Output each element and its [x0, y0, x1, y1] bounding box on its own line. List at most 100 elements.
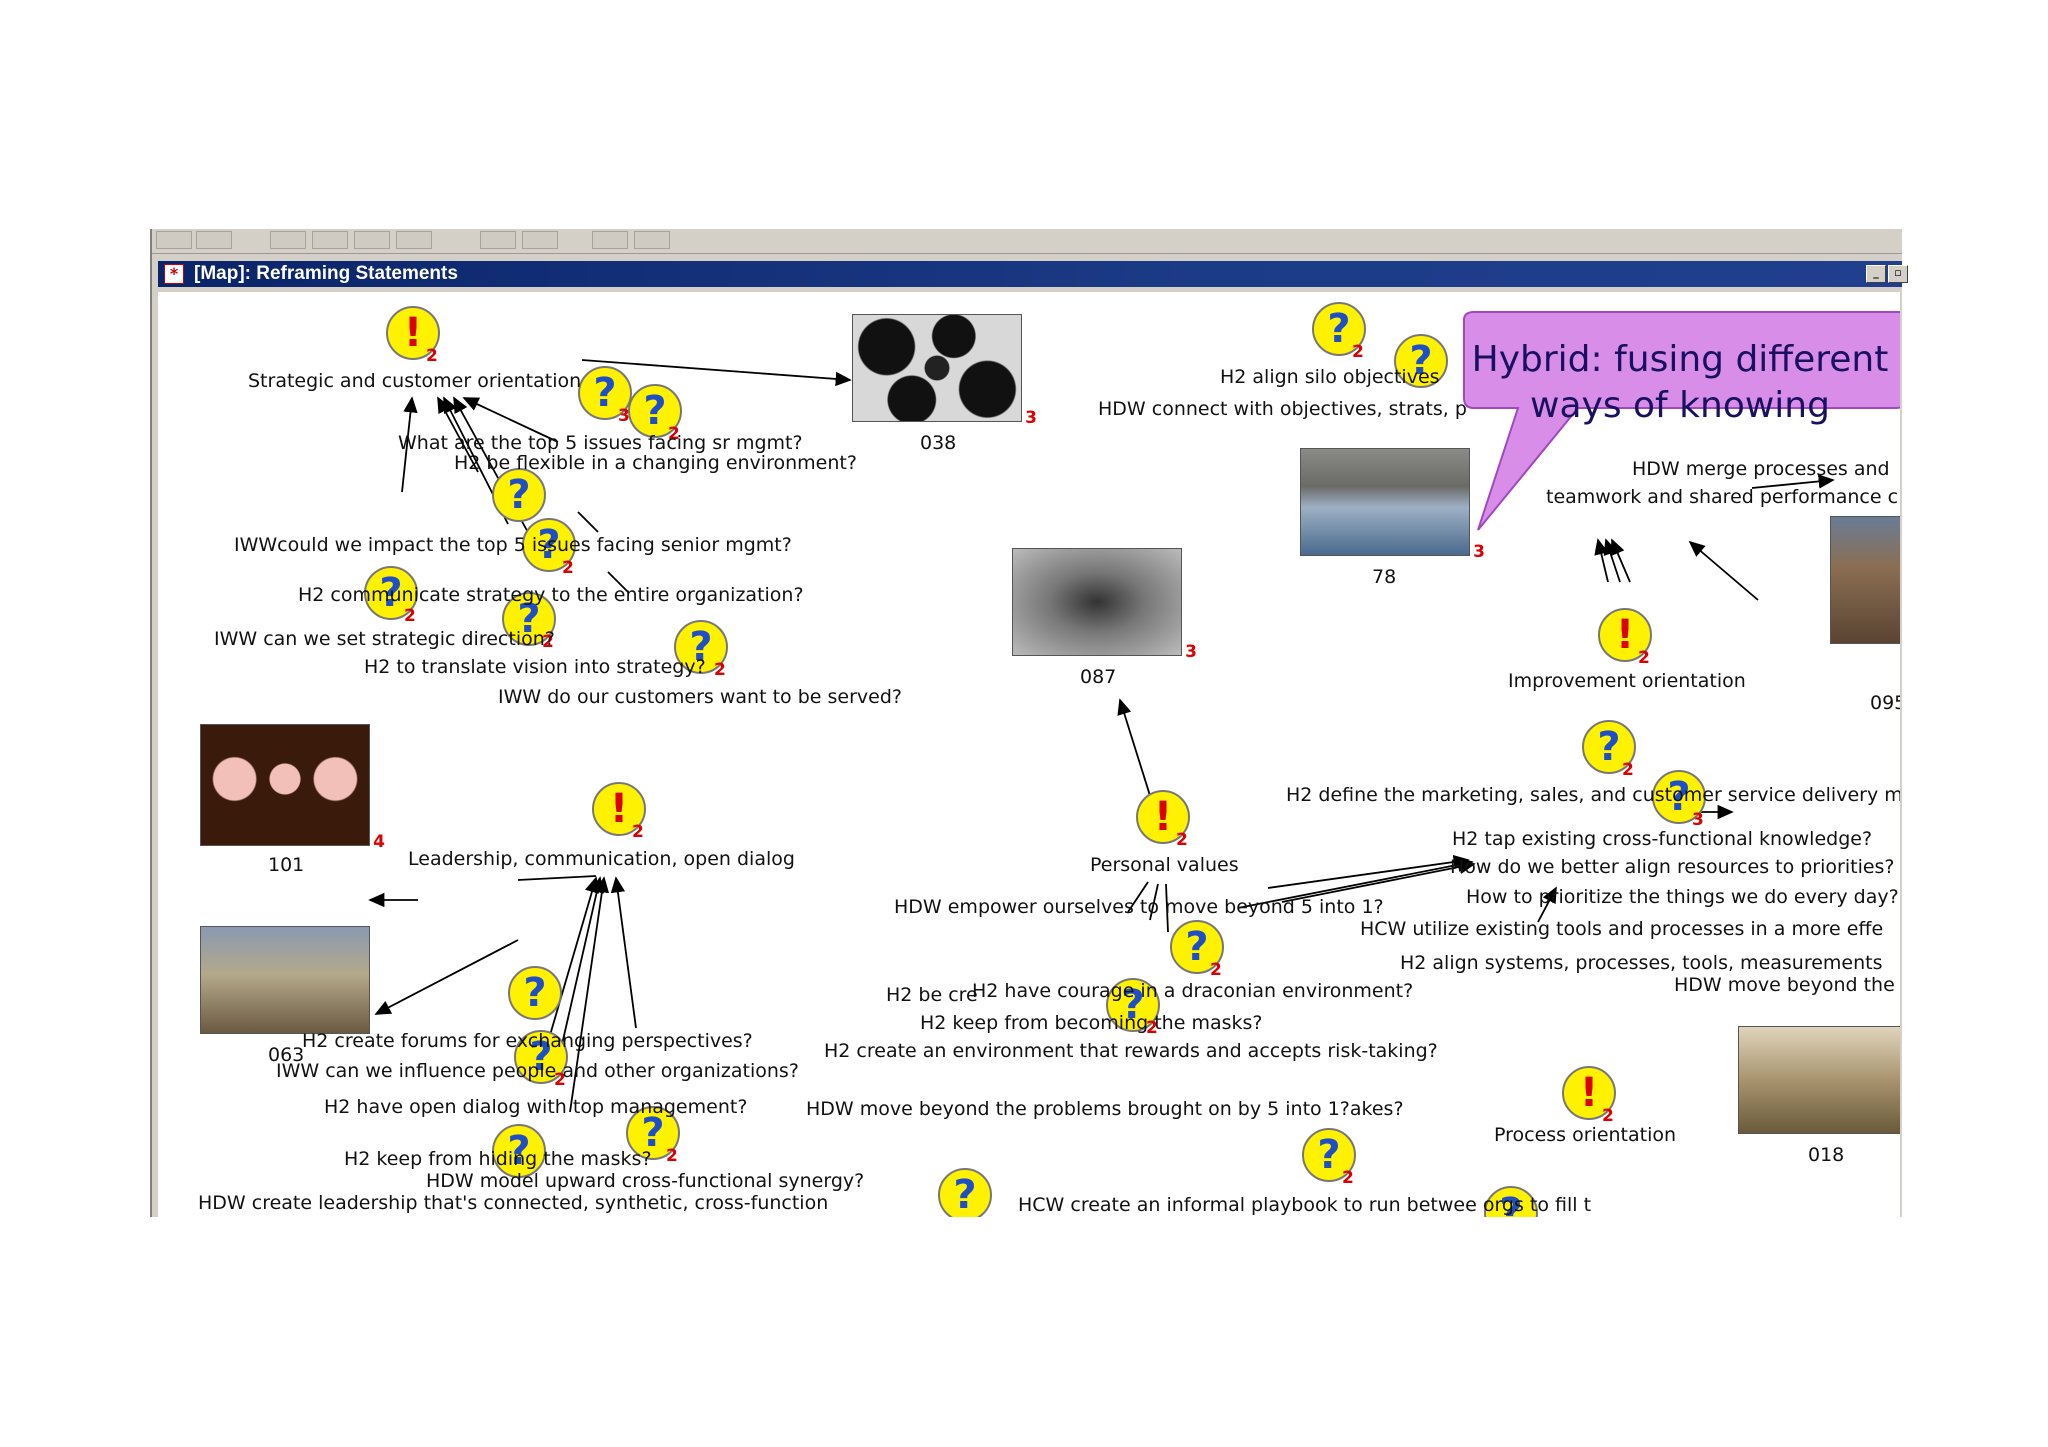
link-strategic-038: [581, 359, 852, 387]
question-node-icon[interactable]: ?2: [364, 566, 418, 625]
node-label-top5[interactable]: What are the top 5 issues facing sr mgmt…: [398, 432, 803, 454]
node-label-process[interactable]: Process orientation: [1494, 1124, 1677, 1146]
toolbar-button-search[interactable]: [480, 231, 516, 249]
node-label-define-marketing[interactable]: H2 define the marketing, sales, and cust…: [1286, 784, 1900, 806]
node-label-communicate[interactable]: H2 communicate strategy to the entire or…: [298, 584, 804, 606]
question-node-icon[interactable]: ?2: [626, 1106, 680, 1165]
node-label-create-forums[interactable]: H2 create forums for exchanging perspect…: [302, 1030, 753, 1052]
question-node-icon[interactable]: ?: [492, 468, 546, 522]
node-label-keep-hiding[interactable]: H2 keep from hiding the masks?: [344, 1148, 652, 1170]
node-label-align-systems[interactable]: H2 align systems, processes, tools, meas…: [1400, 952, 1883, 974]
link-systems-process: [1281, 859, 1476, 903]
link-courage-personal: [1165, 883, 1169, 933]
node-label-create-env[interactable]: H2 create an environment that rewards an…: [824, 1040, 1438, 1062]
callout-line-2: ways of knowing: [1530, 385, 1830, 426]
node-label-connect[interactable]: HDW connect with objectives, strats, p: [1098, 398, 1467, 420]
node-label-influence[interactable]: IWW can we influence people and other or…: [276, 1060, 799, 1082]
toolbar-button-forward[interactable]: [634, 231, 670, 249]
toolbar: [152, 229, 1902, 254]
link-leadership-101-stub: [517, 875, 597, 881]
node-label-merge[interactable]: HDW merge processes and: [1632, 458, 1890, 480]
link-hiding-leadership: [610, 876, 637, 1029]
node-label-model-upward[interactable]: HDW model upward cross-functional synerg…: [426, 1170, 865, 1192]
image-caption: 038: [920, 432, 957, 454]
toolbar-button-new[interactable]: [156, 231, 192, 249]
image-78-rowing[interactable]: 3: [1300, 448, 1485, 561]
node-label-tap-existing[interactable]: H2 tap existing cross-functional knowled…: [1452, 828, 1873, 850]
question-node-icon[interactable]: ?2: [1106, 978, 1160, 1037]
node-label-create-leadership[interactable]: HDW create leadership that's connected, …: [198, 1192, 829, 1214]
image-063-meerkats[interactable]: [200, 926, 370, 1034]
question-node-icon[interactable]: ?2: [1582, 720, 1636, 779]
question-node-icon[interactable]: ?2: [1312, 302, 1366, 361]
question-node-icon[interactable]: ?: [938, 1168, 992, 1217]
map-canvas[interactable]: 3 038 3 78 3 087 095 4 101 063 3 018 !2 …: [158, 292, 1900, 1217]
node-label-set-direction[interactable]: IWW can we set strategic direction?: [214, 628, 555, 650]
node-label-improvement[interactable]: Improvement orientation: [1508, 670, 1746, 692]
node-label-impact[interactable]: IWWcould we impact the top 5 issues faci…: [234, 534, 792, 556]
image-101-doll-faces[interactable]: 4: [200, 724, 385, 851]
question-node-icon[interactable]: ?2: [1170, 920, 1224, 979]
node-label-keep-becoming[interactable]: H2 keep from becoming the masks?: [920, 1012, 1263, 1034]
node-label-be-creative[interactable]: H2 be cre: [886, 984, 978, 1006]
exclamation-node-icon[interactable]: !2: [1598, 608, 1652, 667]
link-empower-personal: [1127, 881, 1149, 913]
toolbar-button-copy[interactable]: [312, 231, 348, 249]
node-label-customers[interactable]: IWW do our customers want to be served?: [498, 686, 902, 708]
image-095-cathedral[interactable]: [1830, 516, 1900, 644]
question-node-icon[interactable]: ?: [1394, 334, 1448, 388]
exclamation-node-icon[interactable]: !2: [1136, 790, 1190, 849]
toolbar-button-back[interactable]: [592, 231, 628, 249]
node-label-empower[interactable]: HDW empower ourselves to move beyond 5 i…: [894, 896, 1384, 918]
image-caption: 78: [1372, 566, 1397, 588]
question-node-icon[interactable]: ?: [492, 1124, 546, 1178]
node-label-move-problems[interactable]: HDW move beyond the problems brought on …: [806, 1098, 1404, 1120]
node-label-utilize[interactable]: HCW utilize existing tools and processes…: [1360, 918, 1884, 940]
node-label-flexible[interactable]: H2 be flexible in a changing environment…: [454, 452, 857, 474]
node-label-prioritize[interactable]: How to prioritize the things we do every…: [1466, 886, 1899, 908]
question-node-icon[interactable]: ?2: [522, 518, 576, 577]
node-label-align-silo[interactable]: H2 align silo objectives: [1220, 366, 1440, 388]
link-define-improvement: [1594, 538, 1609, 583]
node-label-leadership[interactable]: Leadership, communication, open dialog: [408, 848, 795, 870]
count-badge: 3: [1185, 642, 1197, 662]
exclamation-node-icon[interactable]: !2: [592, 782, 646, 841]
toolbar-button-cut[interactable]: [270, 231, 306, 249]
node-label-translate[interactable]: H2 to translate vision into strategy?: [364, 656, 706, 678]
question-node-icon[interactable]: ?2: [1302, 1128, 1356, 1187]
node-label-personal[interactable]: Personal values: [1090, 854, 1239, 876]
node-label-better-align[interactable]: How do we better align resources to prio…: [1450, 856, 1895, 878]
node-label-teamwork[interactable]: teamwork and shared performance c: [1546, 486, 1899, 508]
node-label-have-courage[interactable]: H2 have courage in a draconian environme…: [972, 980, 1414, 1002]
count-badge: 4: [373, 832, 385, 852]
question-node-icon[interactable]: ?2: [502, 592, 556, 651]
minimize-button[interactable]: _: [1866, 265, 1886, 283]
toolbar-button-print[interactable]: [522, 231, 558, 249]
link-impact-strategic: [401, 396, 418, 493]
window-title: [Map]: Reframing Statements: [194, 263, 458, 284]
exclamation-node-icon[interactable]: !2: [386, 306, 440, 365]
toolbar-button-paste[interactable]: [354, 231, 390, 249]
toolbar-button-open[interactable]: [196, 231, 232, 249]
question-node-icon[interactable]: ?: [1484, 1186, 1538, 1217]
toolbar-button-delete[interactable]: [396, 231, 432, 249]
window-titlebar[interactable]: * [Map]: Reframing Statements _ ▫: [158, 261, 1908, 287]
image-038-puzzle[interactable]: 3: [852, 314, 1037, 427]
node-label-open-dialog[interactable]: H2 have open dialog with top management?: [324, 1096, 748, 1118]
question-node-icon[interactable]: ?3: [1652, 770, 1706, 829]
node-label-playbook[interactable]: HCW create an informal playbook to run b…: [1018, 1194, 1592, 1216]
exclamation-node-icon[interactable]: !2: [1562, 1066, 1616, 1125]
image-087-climber[interactable]: 3: [1012, 548, 1197, 661]
image-caption: 063: [268, 1044, 305, 1066]
question-node-icon[interactable]: ?2: [514, 1030, 568, 1089]
node-label-move-beyond-the[interactable]: HDW move beyond the: [1674, 974, 1895, 996]
image-018-construction[interactable]: 3: [1738, 1026, 1900, 1134]
question-node-icon[interactable]: ?3: [578, 366, 632, 425]
question-node-icon[interactable]: ?2: [628, 384, 682, 443]
question-node-icon[interactable]: ?2: [674, 620, 728, 679]
node-label-strategic[interactable]: Strategic and customer orientation: [248, 370, 582, 392]
link-influence-leadership: [557, 876, 604, 1063]
restore-button[interactable]: ▫: [1888, 265, 1908, 283]
question-node-icon[interactable]: ?: [508, 966, 562, 1020]
link-improvement-095: [1751, 474, 1835, 489]
